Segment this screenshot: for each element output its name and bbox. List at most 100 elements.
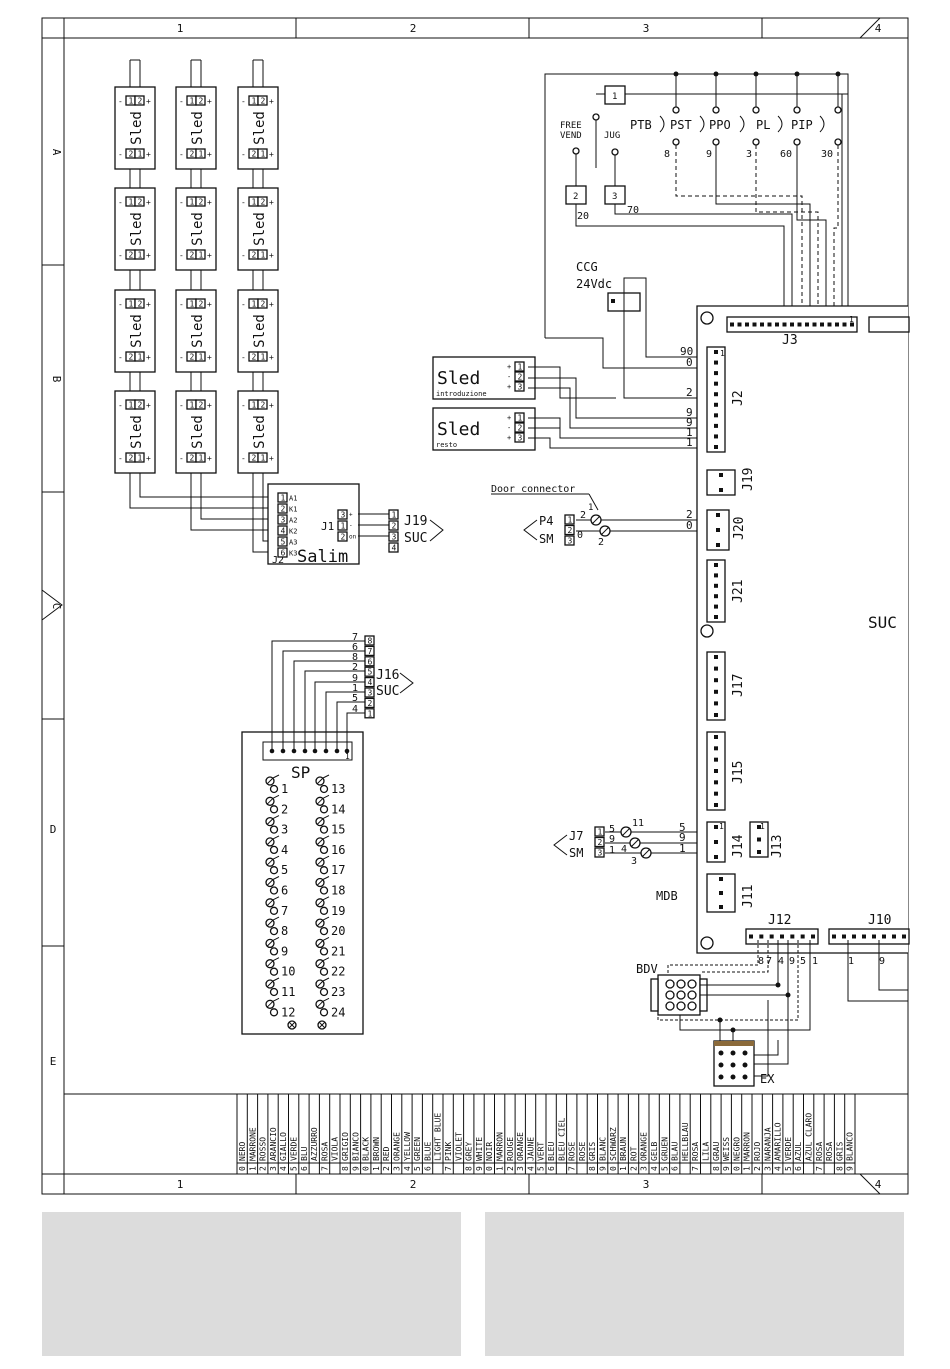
- j2-wire-9a: 9: [686, 406, 693, 419]
- sp-key-label: 21: [331, 944, 345, 958]
- p4-pins: 123: [564, 514, 575, 546]
- legend-num: 0: [485, 1166, 494, 1171]
- legend-num: 0: [609, 1166, 618, 1171]
- sled-intro-sub: introduzione: [436, 390, 487, 398]
- legend-name: BLU: [300, 1146, 309, 1161]
- sp-key-left: 3: [265, 815, 288, 837]
- j7-mid-3: 3: [631, 856, 637, 867]
- ex-pin: [718, 1062, 724, 1068]
- sp-key-arm: [272, 997, 280, 1002]
- sp-bottom-key-mark: [288, 1021, 296, 1029]
- placeholder-block-left: [42, 1212, 461, 1356]
- col-label-2: 2: [410, 22, 417, 35]
- legend-num: 3: [516, 1166, 525, 1171]
- sp-key-dot: [319, 886, 329, 895]
- j11-connector-pin: [719, 877, 723, 881]
- j17-connector-body: [706, 651, 726, 721]
- j10-connector-pin: [892, 934, 896, 939]
- switch-pairs: [659, 71, 843, 317]
- legend-name: GRIS: [588, 1142, 597, 1161]
- sled-pin-top-num: 2: [199, 198, 204, 207]
- j7-mid-11: 11: [632, 818, 644, 829]
- sw-feed-wire: [675, 145, 803, 317]
- j14-connector-pin: [714, 840, 718, 844]
- salim-pin-num: 2: [281, 505, 286, 514]
- sp-key-right: 17: [315, 855, 345, 877]
- sled-pin-top-box: [257, 298, 268, 309]
- sled-plus: +: [207, 150, 212, 159]
- legend-num: 1: [743, 1166, 752, 1171]
- sled-minus: -: [241, 150, 246, 159]
- sled-pin-bottom-num: 1: [261, 150, 266, 159]
- j3-connector-pin: [820, 322, 824, 327]
- legend-name: ROSA: [691, 1142, 700, 1161]
- sled-pin-bottom-num: 1: [199, 454, 204, 463]
- sp-key-arm: [322, 896, 330, 901]
- j7-right-1: 1: [679, 842, 686, 855]
- j2-connector-pin: [714, 423, 718, 428]
- ex-pin: [742, 1050, 748, 1056]
- sp-key-label: 1: [281, 782, 288, 796]
- door-label: Door connector: [491, 484, 575, 495]
- j10-connector-pin: [852, 934, 856, 939]
- sw-arc: [739, 115, 745, 133]
- sp-key-right: 19: [315, 896, 345, 918]
- sled-pin-top-num: 1: [252, 97, 257, 106]
- sp-wire-num: 5: [352, 693, 358, 704]
- sw-contact: [752, 138, 760, 146]
- j12-connector-pin: [769, 934, 774, 939]
- door-w0: 0: [686, 519, 693, 532]
- sled-minus: -: [179, 251, 184, 260]
- bdv-wires: [657, 940, 908, 1077]
- j21-connector-pin: [714, 573, 718, 578]
- sp-key-mark: [316, 858, 324, 866]
- salim-pin-num: 3: [281, 516, 286, 525]
- sp-key-arm: [272, 977, 280, 982]
- row-label-b: B: [50, 376, 63, 383]
- j14-connector: [706, 821, 726, 863]
- p4-sm-label: SM: [539, 532, 553, 546]
- sled-minus: -: [241, 300, 246, 309]
- sp-key-dot: [319, 947, 329, 956]
- salim-pin-num: 6: [281, 549, 286, 558]
- suc-label: SUC: [868, 613, 897, 632]
- j7-label: J7: [569, 829, 583, 843]
- ex-pin: [742, 1074, 748, 1080]
- sled-pin-top-num: 1: [252, 401, 257, 410]
- sw-feed-wire: [796, 145, 827, 317]
- legend-num: 3: [269, 1166, 278, 1171]
- legend-num: 6: [794, 1166, 803, 1171]
- sled-plus: +: [207, 353, 212, 362]
- sp-key-left: 6: [265, 876, 288, 898]
- j11-connector-pin: [719, 891, 723, 895]
- sled-pin-top-box: [195, 95, 206, 106]
- sp-key-label: 16: [331, 843, 345, 857]
- sp-key-dot: [319, 926, 329, 936]
- j14-label: J14: [731, 834, 746, 858]
- ccg-block: CCG 24Vdc: [545, 260, 706, 399]
- p4-pin-box: [564, 524, 575, 536]
- legend-name: VERT: [537, 1142, 546, 1161]
- sw-num-3: 3: [746, 149, 752, 160]
- j20-board-label: J20: [732, 517, 747, 540]
- sp-key-mark: [266, 797, 274, 805]
- j7-left-1: 1: [609, 845, 615, 856]
- sp-key-dot: [319, 866, 329, 875]
- sled-pin-top-num: 2: [138, 300, 143, 309]
- sled-label: Sled: [129, 111, 145, 145]
- sp-key-dot: [319, 967, 329, 976]
- sled-side-sign: +: [507, 434, 511, 442]
- salim-j1-pin-signal: -: [349, 523, 353, 530]
- j17-connector-pin: [714, 655, 718, 659]
- sled-plus: +: [146, 198, 151, 207]
- legend-num: 0: [238, 1166, 247, 1171]
- j7-sm-label: SM: [569, 846, 583, 860]
- sp-key-mark: [316, 899, 324, 907]
- legend-num: 9: [846, 1166, 855, 1171]
- legend-name: GRAU: [712, 1142, 721, 1161]
- sp-key-label: 9: [281, 944, 288, 958]
- salim-pin-box: [277, 514, 288, 525]
- sp-key-dot: [269, 987, 279, 997]
- col-label-3: 3: [643, 22, 650, 35]
